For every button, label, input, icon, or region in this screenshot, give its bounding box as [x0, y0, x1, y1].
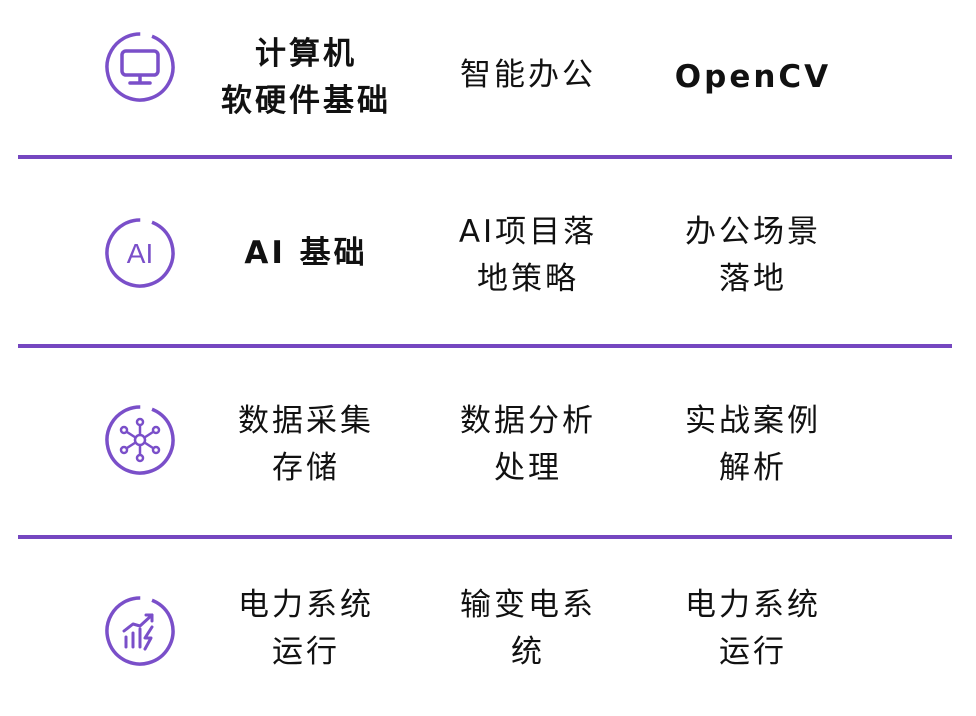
cell-line: 地策略 — [477, 261, 579, 297]
cell-line: 实战案例 — [685, 403, 821, 439]
cell-line: 运行 — [272, 634, 340, 670]
cell-line: OpenCV — [674, 59, 832, 95]
cell-case-study: 实战案例 解析 — [653, 398, 853, 492]
cell-power-operation-2: 电力系统 运行 — [653, 582, 853, 676]
cell-line: 智能办公 — [460, 57, 596, 93]
ai-icon: AI — [100, 213, 180, 293]
row-divider — [18, 344, 952, 348]
cell-line: 电力系统 — [685, 587, 821, 623]
power-chart-icon — [100, 591, 180, 671]
cell-line: 数据分析 — [460, 403, 596, 439]
cell-ai-project-strategy: AI项目落 地策略 — [428, 209, 628, 303]
cell-line: AI项目落 — [458, 214, 598, 250]
row-divider — [18, 535, 952, 539]
cell-smart-office: 智能办公 — [428, 52, 628, 99]
cell-transmission-system: 输变电系 统 — [428, 582, 628, 676]
cell-line: 办公场景 — [685, 214, 821, 250]
cell-line: 数据采集 — [238, 403, 374, 439]
cell-opencv: OpenCV — [653, 54, 853, 101]
cell-computer-hardware: 计算机 软硬件基础 — [206, 31, 406, 125]
cell-line: 电力系统 — [238, 587, 374, 623]
cell-power-operation: 电力系统 运行 — [206, 582, 406, 676]
cell-line: 落地 — [719, 261, 787, 297]
cell-line: 统 — [511, 634, 545, 670]
cell-line: 软硬件基础 — [221, 83, 391, 119]
cell-line: 解析 — [719, 450, 787, 486]
cell-data-analysis: 数据分析 处理 — [428, 398, 628, 492]
cell-data-collection: 数据采集 存储 — [206, 398, 406, 492]
cell-line: 处理 — [494, 450, 562, 486]
cell-line: 计算机 — [255, 36, 357, 72]
cell-line: 运行 — [719, 634, 787, 670]
cell-line: AI 基础 — [244, 235, 368, 271]
cell-line: 存储 — [272, 450, 340, 486]
monitor-icon — [100, 27, 180, 107]
cell-office-scenario: 办公场景 落地 — [653, 209, 853, 303]
svg-text:AI: AI — [127, 238, 153, 269]
row-divider — [18, 155, 952, 159]
cell-ai-basics: AI 基础 — [206, 230, 406, 277]
cell-line: 输变电系 — [460, 587, 596, 623]
network-icon — [100, 400, 180, 480]
